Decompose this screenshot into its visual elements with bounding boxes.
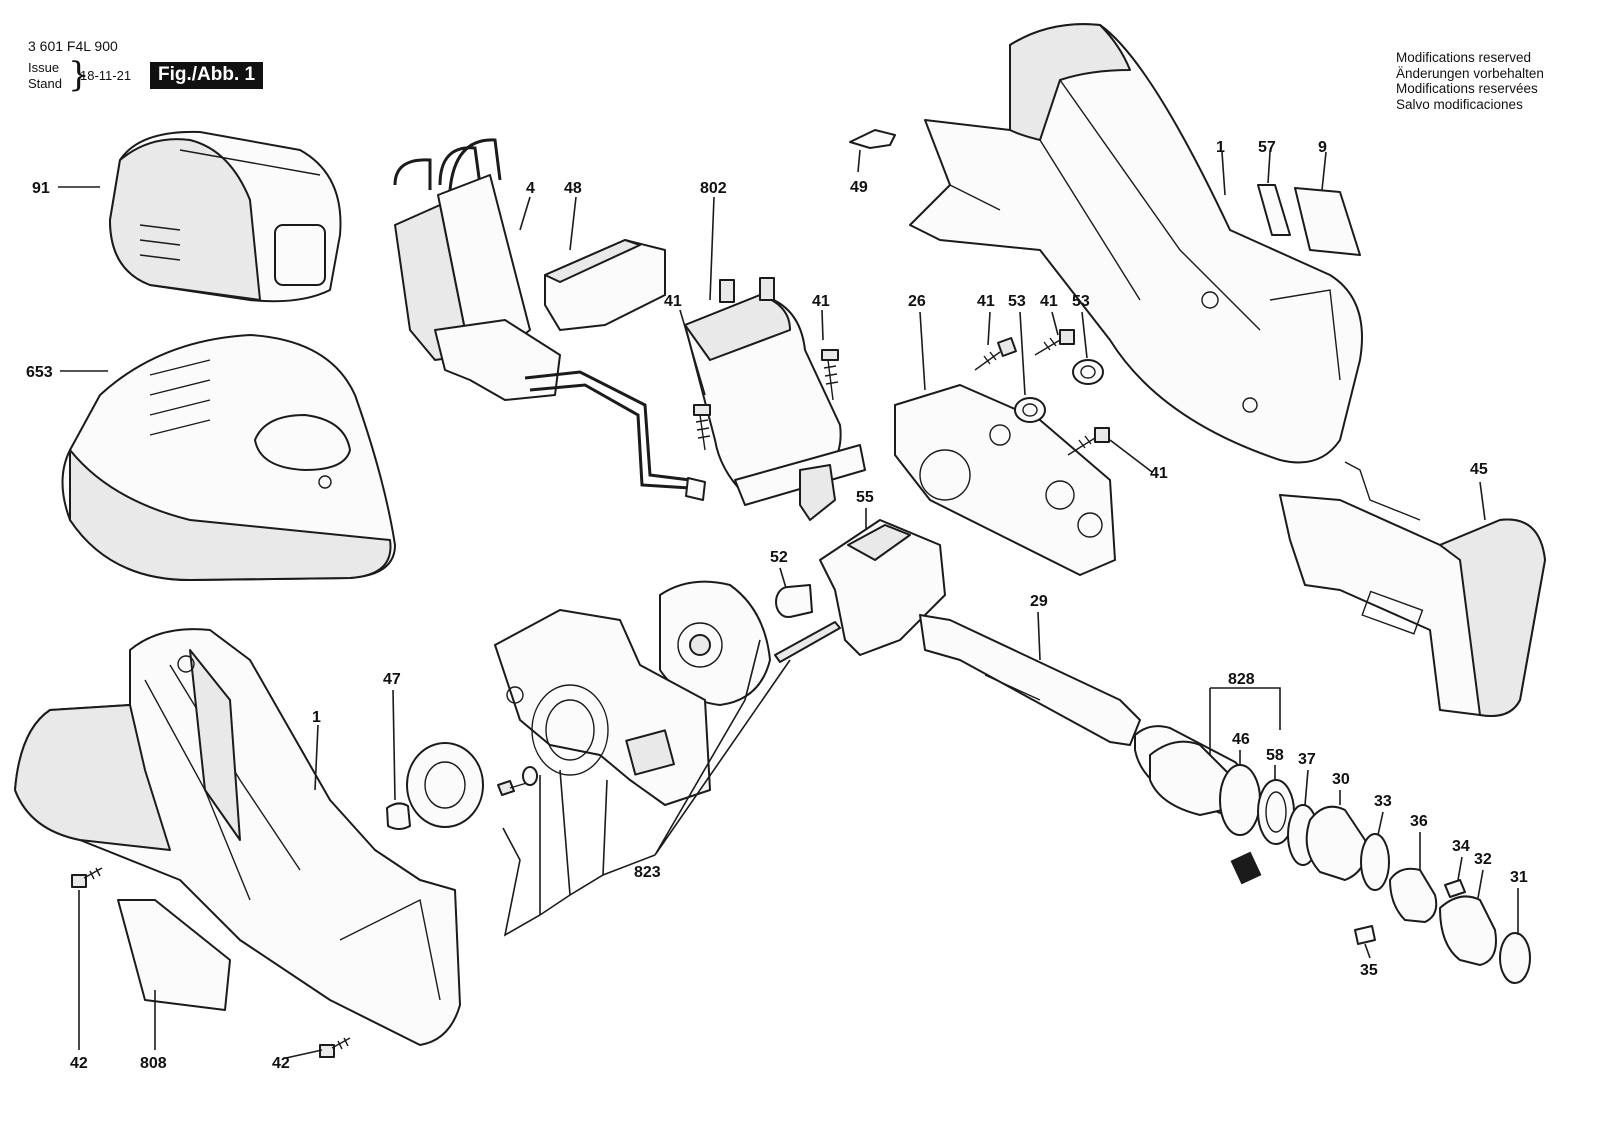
label-29: 29 bbox=[1030, 593, 1048, 610]
gear-housing-823 bbox=[494, 609, 711, 806]
housing-half-upper bbox=[909, 23, 1363, 464]
sleeve-52 bbox=[775, 584, 813, 618]
label-36: 36 bbox=[1410, 813, 1428, 830]
screw-41-right bbox=[821, 349, 839, 401]
warning-symbol bbox=[1230, 851, 1262, 885]
figure-label: Fig./Abb. 1 bbox=[150, 62, 264, 89]
label-57: 57 bbox=[1258, 139, 1276, 156]
bushing-53-left bbox=[1014, 397, 1046, 423]
bushing-53-right bbox=[1072, 359, 1104, 385]
screw-41-c bbox=[1067, 427, 1110, 456]
label-42-a: 42 bbox=[70, 1055, 88, 1072]
label-1-upper: 1 bbox=[1216, 139, 1225, 156]
shoe-45 bbox=[1279, 461, 1546, 717]
issue-label: Issue bbox=[28, 60, 60, 75]
cover-48 bbox=[544, 239, 666, 331]
plate-57 bbox=[1257, 184, 1291, 236]
label-9: 9 bbox=[1318, 139, 1327, 156]
screw-42-a bbox=[71, 867, 103, 888]
label-48: 48 bbox=[564, 180, 582, 197]
note-en: Modifications reserved bbox=[1396, 50, 1532, 65]
label-47: 47 bbox=[383, 671, 401, 688]
motor bbox=[684, 277, 866, 521]
bearing-47 bbox=[386, 742, 484, 830]
label-46: 46 bbox=[1232, 731, 1250, 748]
label-41-d: 41 bbox=[1040, 293, 1058, 310]
label-37: 37 bbox=[1298, 751, 1316, 768]
label-9 bbox=[1294, 187, 1361, 256]
label-55: 55 bbox=[856, 489, 874, 506]
gear-housing-26 bbox=[894, 384, 1116, 576]
stand-label: Stand bbox=[28, 76, 62, 91]
label-49: 49 bbox=[850, 179, 868, 196]
modification-notes: Modifications reserved Änderungen vorbeh… bbox=[1396, 50, 1544, 112]
ring-31 bbox=[1499, 932, 1531, 984]
charger bbox=[61, 334, 396, 581]
label-828: 828 bbox=[1228, 671, 1255, 688]
note-fr: Modifications reservées bbox=[1396, 81, 1538, 96]
label-91: 91 bbox=[32, 180, 50, 197]
issue-brace: } bbox=[68, 55, 90, 95]
issue-labels: Issue Stand bbox=[28, 60, 62, 92]
ring-33 bbox=[1360, 833, 1390, 891]
label-802: 802 bbox=[700, 180, 727, 197]
label-45: 45 bbox=[1470, 461, 1488, 478]
housing-half-lower bbox=[14, 628, 461, 1046]
label-41-e: 41 bbox=[1150, 465, 1168, 482]
screw-41-a bbox=[974, 337, 1017, 371]
screw-42-b bbox=[319, 1037, 351, 1058]
screw-41-left bbox=[693, 404, 711, 451]
label-31: 31 bbox=[1510, 869, 1528, 886]
small-parts-823 bbox=[497, 766, 538, 796]
clamp-assembly bbox=[1149, 740, 1531, 984]
label-808 bbox=[117, 899, 231, 1011]
label-53-a: 53 bbox=[1008, 293, 1026, 310]
document-number: 3 601 F4L 900 bbox=[28, 38, 118, 54]
label-41-a: 41 bbox=[664, 293, 682, 310]
label-42-b: 42 bbox=[272, 1055, 290, 1072]
pin bbox=[774, 621, 841, 663]
label-823: 823 bbox=[634, 864, 661, 881]
label-1-lower: 1 bbox=[312, 709, 321, 726]
label-34: 34 bbox=[1452, 838, 1470, 855]
guide-55 bbox=[819, 519, 946, 656]
label-4: 4 bbox=[526, 180, 535, 197]
label-58: 58 bbox=[1266, 747, 1284, 764]
pin-35 bbox=[1354, 925, 1376, 945]
label-26: 26 bbox=[908, 293, 926, 310]
nut-32 bbox=[1439, 895, 1497, 966]
leader-lines bbox=[58, 149, 1519, 1059]
part-labels: 91 653 4 48 802 41 41 49 1 57 9 26 41 53… bbox=[26, 139, 1528, 1072]
label-653: 653 bbox=[26, 364, 53, 381]
label-33: 33 bbox=[1374, 793, 1392, 810]
issue-date: 18-11-21 bbox=[80, 68, 132, 83]
label-52: 52 bbox=[770, 549, 788, 566]
label-35: 35 bbox=[1360, 962, 1378, 979]
label-30: 30 bbox=[1332, 771, 1350, 788]
sleeve-30 bbox=[1305, 805, 1367, 881]
label-41-c: 41 bbox=[977, 293, 995, 310]
label-808: 808 bbox=[140, 1055, 167, 1072]
label-32: 32 bbox=[1474, 851, 1492, 868]
battery-pack bbox=[109, 130, 342, 303]
pin-34 bbox=[1444, 879, 1466, 898]
screw-41-b bbox=[1034, 329, 1075, 356]
note-es: Salvo modificaciones bbox=[1396, 96, 1523, 112]
switch-module bbox=[393, 138, 706, 501]
ring-46 bbox=[1219, 764, 1261, 836]
note-de: Änderungen vorbehalten bbox=[1396, 65, 1544, 81]
sleeve-36 bbox=[1389, 867, 1438, 923]
label-41-b: 41 bbox=[812, 293, 830, 310]
clip-49 bbox=[849, 129, 896, 149]
label-53-b: 53 bbox=[1072, 293, 1090, 310]
